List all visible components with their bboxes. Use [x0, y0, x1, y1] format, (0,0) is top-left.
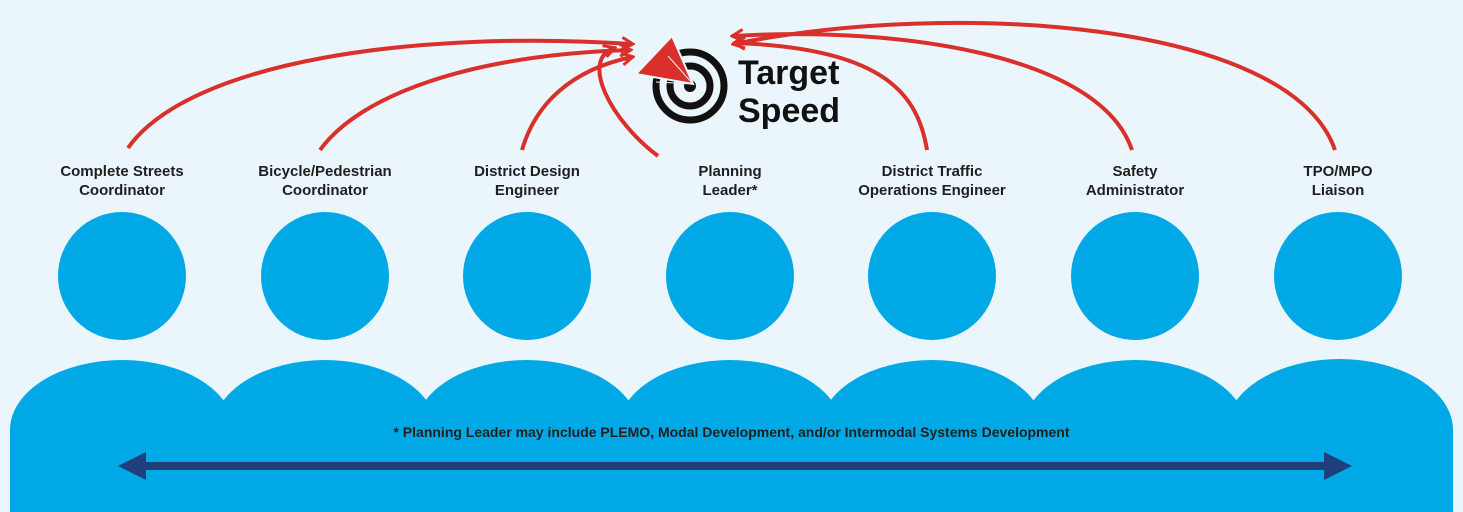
target-speed-title: Target Speed: [738, 54, 841, 130]
role-label-safety: Safety Administrator: [1085, 163, 1185, 199]
arrow-district-design: [520, 57, 632, 151]
person-head: [1071, 212, 1199, 340]
arrow-planning-leader: [597, 48, 660, 158]
role-label-bicycle-pedestrian: Bicycle/Pedestrian Coordinator: [258, 163, 392, 199]
double-arrow-right-head: [1324, 452, 1352, 480]
role-label-planning-leader: Planning Leader*: [698, 163, 762, 199]
person-head: [666, 212, 794, 340]
double-arrow: [118, 452, 1352, 480]
body-base: [10, 430, 1453, 512]
person-head: [58, 212, 186, 340]
role-arrows: [126, 20, 1337, 158]
planning-leader-footnote: * Planning Leader may include PLEMO, Mod…: [393, 424, 1070, 440]
arrow-tpo-mpo: [734, 20, 1337, 151]
person-head: [261, 212, 389, 340]
person-head: [868, 212, 996, 340]
person-heads: [58, 212, 1402, 340]
arrow-district-traffic: [735, 43, 929, 151]
role-label-district-traffic: District Traffic Operations Engineer: [858, 163, 1006, 199]
person-bodies: [10, 359, 1453, 512]
arrow-bicycle-pedestrian: [318, 50, 630, 152]
person-head: [463, 212, 591, 340]
role-label-complete-streets: Complete Streets Coordinator: [60, 163, 184, 199]
role-label-district-design: District Design Engineer: [474, 163, 580, 199]
role-label-tpo-mpo: TPO/MPO Liaison: [1303, 163, 1373, 199]
arrow-complete-streets: [126, 41, 632, 150]
target-icon: [633, 34, 728, 124]
double-arrow-left-head: [118, 452, 146, 480]
person-head: [1274, 212, 1402, 340]
